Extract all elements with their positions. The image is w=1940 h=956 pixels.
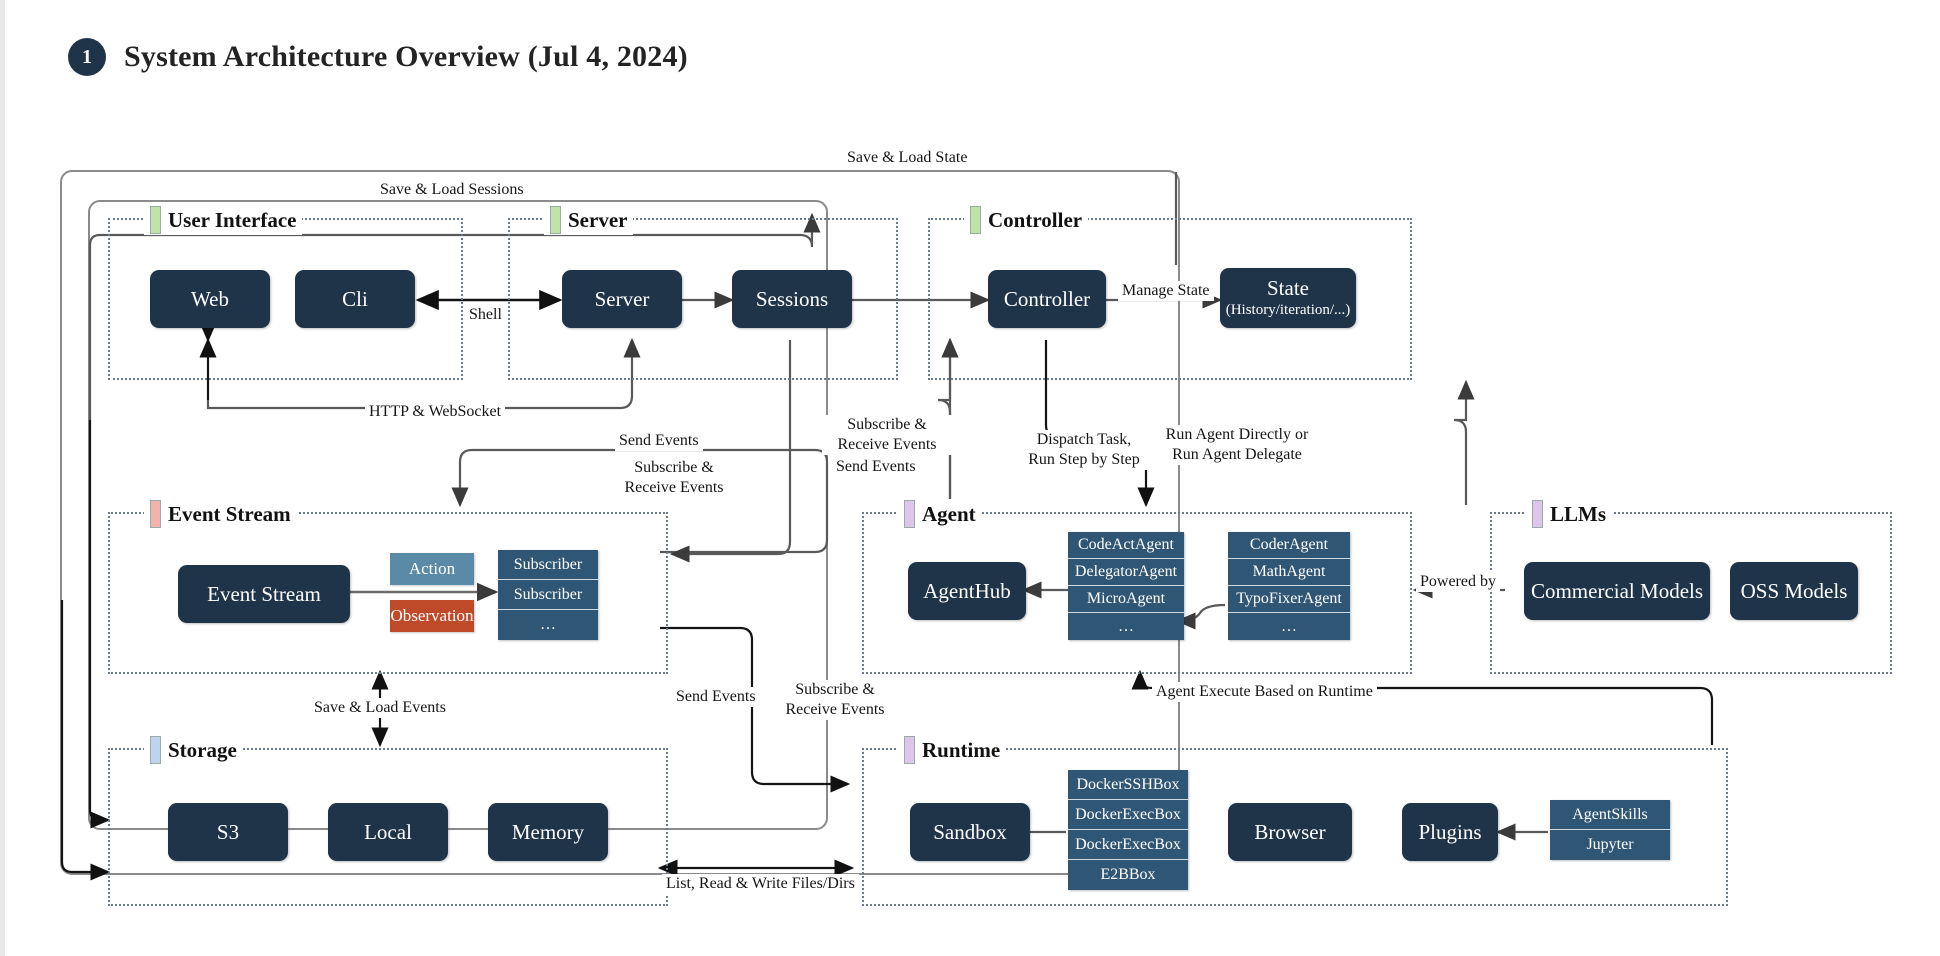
node-state[interactable]: State (History/iteration/...) <box>1220 268 1356 328</box>
stack-item[interactable]: Subscriber <box>498 580 598 610</box>
node-sandbox[interactable]: Sandbox <box>910 803 1030 861</box>
node-oss-models[interactable]: OSS Models <box>1730 562 1858 620</box>
group-color-bar-icon <box>550 206 561 234</box>
stack-item[interactable]: CodeActAgent <box>1068 532 1184 559</box>
stack-item[interactable]: Jupyter <box>1550 830 1670 860</box>
group-llms: LLMs <box>1490 499 1892 674</box>
stack-subscribers: Subscriber Subscriber … <box>498 550 598 640</box>
stack-agents-left: CodeActAgent DelegatorAgent MicroAgent … <box>1068 532 1184 640</box>
group-user-interface: User Interface <box>108 205 463 380</box>
edge-label-subscribe-receive-1: Subscribe & Receive Events <box>610 458 738 498</box>
group-label-runtime: Runtime <box>898 735 1007 765</box>
group-server: Server <box>508 205 898 380</box>
group-storage: Storage <box>108 735 668 906</box>
stack-item[interactable]: E2BBox <box>1068 860 1188 890</box>
group-event-stream: Event Stream <box>108 499 668 674</box>
edge-label-subscribe-receive-2: Subscribe & Receive Events <box>822 415 952 455</box>
edge-label-subscribe-receive-3: Subscribe & Receive Events <box>770 680 900 720</box>
group-label-storage: Storage <box>144 735 243 765</box>
group-agent: Agent <box>862 499 1412 674</box>
stack-item[interactable]: MicroAgent <box>1068 586 1184 613</box>
chip-observation[interactable]: Observation <box>390 600 474 632</box>
edge-label-list-read-write: List, Read & Write Files/Dirs <box>662 874 859 894</box>
group-color-bar-icon <box>904 500 915 528</box>
edge-label-send-events-3: Send Events <box>672 687 760 707</box>
stack-item[interactable]: … <box>1068 613 1184 640</box>
group-label-llms: LLMs <box>1526 499 1613 529</box>
stack-sandboxes: DockerSSHBox DockerExecBox DockerExecBox… <box>1068 770 1188 890</box>
group-label-server: Server <box>544 205 634 235</box>
page-header: 1 System Architecture Overview (Jul 4, 2… <box>68 38 688 76</box>
node-browser[interactable]: Browser <box>1228 803 1352 861</box>
chip-action[interactable]: Action <box>390 553 474 585</box>
stack-item[interactable]: … <box>1228 613 1350 640</box>
edge-label-shell: Shell <box>465 305 506 325</box>
page-title: System Architecture Overview (Jul 4, 202… <box>124 40 688 73</box>
group-color-bar-icon <box>904 736 915 764</box>
node-event-stream[interactable]: Event Stream <box>178 565 350 623</box>
node-state-subtitle: (History/iteration/...) <box>1225 302 1351 319</box>
group-color-bar-icon <box>1532 500 1543 528</box>
edge-label-agent-execute: Agent Execute Based on Runtime <box>1152 682 1377 702</box>
group-color-bar-icon <box>150 736 161 764</box>
edge-label-save-load-state: Save & Load State <box>843 148 972 168</box>
node-plugins[interactable]: Plugins <box>1402 803 1498 861</box>
edge-label-save-load-sessions: Save & Load Sessions <box>376 180 528 200</box>
group-color-bar-icon <box>150 206 161 234</box>
node-cli[interactable]: Cli <box>295 270 415 328</box>
node-memory[interactable]: Memory <box>488 803 608 861</box>
stack-item[interactable]: DelegatorAgent <box>1068 559 1184 586</box>
group-label-controller: Controller <box>964 205 1088 235</box>
edge-label-send-events-1: Send Events <box>615 431 703 451</box>
node-controller[interactable]: Controller <box>988 270 1106 328</box>
node-commercial-models[interactable]: Commercial Models <box>1524 562 1710 620</box>
edge-label-http-websocket: HTTP & WebSocket <box>365 402 506 422</box>
stack-agents-right: CoderAgent MathAgent TypoFixerAgent … <box>1228 532 1350 640</box>
stack-item[interactable]: DockerExecBox <box>1068 830 1188 860</box>
stack-item[interactable]: TypoFixerAgent <box>1228 586 1350 613</box>
node-local[interactable]: Local <box>328 803 448 861</box>
group-color-bar-icon <box>970 206 981 234</box>
left-rail <box>0 0 5 956</box>
edge-label-manage-state: Manage State <box>1118 281 1214 301</box>
edge-label-send-events-2: Send Events <box>832 457 920 477</box>
stack-plugin-items: AgentSkills Jupyter <box>1550 800 1670 860</box>
edge-label-save-load-events: Save & Load Events <box>310 698 450 718</box>
group-runtime: Runtime <box>862 735 1728 906</box>
node-s3[interactable]: S3 <box>168 803 288 861</box>
node-sessions[interactable]: Sessions <box>732 270 852 328</box>
group-controller: Controller <box>928 205 1412 380</box>
stack-item[interactable]: MathAgent <box>1228 559 1350 586</box>
node-server[interactable]: Server <box>562 270 682 328</box>
stack-item[interactable]: … <box>498 610 598 640</box>
group-label-agent: Agent <box>898 499 982 529</box>
edge-label-run-agent: Run Agent Directly or Run Agent Delegate <box>1148 425 1326 465</box>
group-color-bar-icon <box>150 500 161 528</box>
outer-frame-state <box>60 170 1180 875</box>
stack-item[interactable]: CoderAgent <box>1228 532 1350 559</box>
node-agenthub[interactable]: AgentHub <box>908 562 1026 620</box>
group-label-event-stream: Event Stream <box>144 499 297 529</box>
slide-number-badge: 1 <box>68 38 106 76</box>
stack-item[interactable]: DockerExecBox <box>1068 800 1188 830</box>
stack-item[interactable]: Subscriber <box>498 550 598 580</box>
edge-label-powered-by: Powered by <box>1416 572 1500 592</box>
group-label-user-interface: User Interface <box>144 205 303 235</box>
edge-label-dispatch-task: Dispatch Task, Run Step by Step <box>1010 430 1158 470</box>
node-web[interactable]: Web <box>150 270 270 328</box>
stack-item[interactable]: AgentSkills <box>1550 800 1670 830</box>
stack-item[interactable]: DockerSSHBox <box>1068 770 1188 800</box>
